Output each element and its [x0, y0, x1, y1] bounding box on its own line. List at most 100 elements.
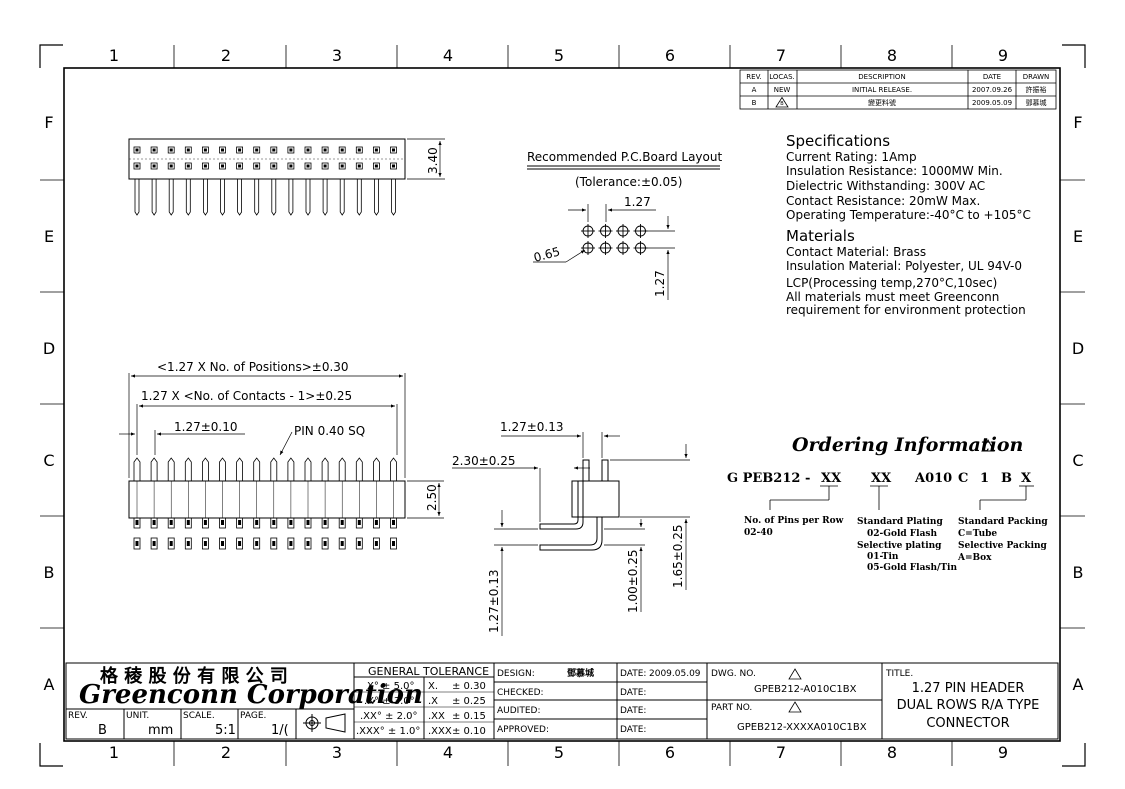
title-line: DUAL ROWS R/A TYPE [897, 698, 1040, 713]
approved-label: APPROVED: [497, 725, 549, 735]
col-label-top: 6 [665, 46, 675, 65]
rev-a-description: INITIAL RELEASE. [852, 86, 912, 94]
note-plating: 05-Gold Flash/Tin [867, 563, 957, 573]
pin-tail [201, 537, 209, 550]
pad [152, 148, 156, 152]
date-value: 2009.05.09 [649, 669, 701, 679]
pin-tail [355, 517, 363, 529]
pin-tail [374, 520, 378, 525]
projection-symbol-icon [303, 713, 346, 733]
spec-line: Current Rating: 1Amp [786, 150, 917, 164]
pin-tail [390, 517, 397, 529]
pad [306, 164, 310, 168]
col-label-top: 3 [332, 46, 342, 65]
pad [255, 148, 259, 152]
pin-tail [253, 517, 261, 529]
note-plating: 02-Gold Flash [867, 529, 938, 539]
col-label-bottom: 4 [443, 743, 453, 762]
pin [321, 457, 329, 481]
pin-tail [323, 541, 327, 546]
note-packing: Standard Packing [958, 517, 1048, 527]
tolerance-angle: X° ± 5.0° [367, 681, 415, 692]
col-label-bottom: 6 [665, 743, 675, 762]
material-line: Contact Material: Brass [786, 245, 926, 259]
col-label-top: 1 [109, 46, 119, 65]
pin-tail [236, 517, 244, 529]
pin-tail [323, 520, 327, 525]
rev-b-date: 2009.05.09 [972, 99, 1012, 107]
pad [323, 148, 327, 152]
tolerance-linear-value: ± 0.25 [452, 696, 486, 707]
spec-line: Contact Resistance: 20mW Max. [786, 194, 980, 208]
material-line: Insulation Material: Polyester, UL 94V-0 [786, 259, 1022, 273]
pin [304, 457, 312, 481]
side-dim-v1: 1.27±0.13 [487, 570, 501, 634]
part-no-label: PART NO. [711, 703, 752, 713]
pad [338, 162, 346, 170]
title-block: 格 稜 股 份 有 限 公 司 Greenconn Corporation RE… [65, 662, 1059, 740]
tolerance-linear-label: .XX [428, 711, 445, 722]
zone-labels: 1 2 3 4 5 6 7 8 9 1 2 3 4 5 6 7 8 9 F E … [43, 46, 1084, 762]
pin-tail [203, 520, 207, 525]
pin [133, 457, 141, 481]
pad [219, 162, 226, 170]
note-packing: C=Tube [958, 529, 997, 539]
pin-tail [304, 517, 312, 529]
specifications-block: Specifications Current Rating: 1Amp Insu… [786, 132, 1031, 317]
pad [272, 148, 276, 152]
company-name-cn: 格 稜 股 份 有 限 公 司 [100, 665, 288, 687]
pin [219, 457, 226, 481]
note-pins: 02-40 [744, 528, 773, 538]
pin-tail [392, 520, 395, 525]
tolerance-linear-label: .X [428, 696, 438, 707]
pad [133, 162, 141, 170]
pin-tail [340, 520, 344, 525]
pad [203, 164, 207, 168]
pad [201, 162, 209, 170]
pad [150, 162, 158, 170]
pad [392, 164, 395, 168]
pin [305, 179, 311, 216]
pin-tail [321, 517, 329, 529]
pin [254, 179, 260, 216]
pin [271, 179, 277, 216]
tolerance-angle: .X° ± 3.0° [364, 696, 415, 707]
tolerance-angle: .XXX° ± 1.0° [356, 726, 420, 737]
pin-tail [287, 517, 295, 529]
pin-tail [135, 520, 139, 525]
pin [355, 457, 363, 481]
pin [253, 457, 261, 481]
date-label: DATE: [620, 725, 646, 735]
revision-triangle-icon [981, 438, 995, 452]
order-code-x: X [1021, 471, 1032, 486]
pin-tail [184, 537, 192, 550]
spec-line: Dielectric Withstanding: 300V AC [786, 179, 985, 193]
pad [253, 146, 261, 154]
pad [150, 146, 158, 154]
unit-value: mm [148, 723, 173, 738]
spec-line: Operating Temperature:-40°C to +105°C [786, 208, 1031, 222]
pad [270, 146, 278, 154]
pin-tail [238, 520, 242, 525]
front-dim-pitch: 1.27±0.10 [174, 420, 238, 434]
pin-tail [372, 537, 380, 550]
dwg-no-value: GPEB212-A010C1BX [754, 684, 857, 695]
row-label-left: F [44, 113, 53, 132]
pin-tail [272, 541, 276, 546]
pin [390, 457, 397, 481]
pin-tail [150, 517, 158, 529]
rev-label: REV. [68, 711, 88, 721]
pad [169, 164, 173, 168]
pcb-tolerance: (Tolerance:±0.05) [575, 175, 682, 189]
sheet-corners [39, 44, 1086, 767]
checked-label: CHECKED: [497, 688, 544, 698]
pin [287, 457, 295, 481]
front-dim-total: <1.27 X No. of Positions>±0.30 [157, 360, 349, 374]
drawing-frame [63, 67, 1061, 742]
row-label-right: C [1072, 451, 1083, 470]
order-code-plating: XX [871, 471, 892, 486]
rev-a-rev: A [752, 86, 757, 94]
col-label-top: 9 [998, 46, 1008, 65]
title-line: 1.27 PIN HEADER [912, 681, 1025, 696]
